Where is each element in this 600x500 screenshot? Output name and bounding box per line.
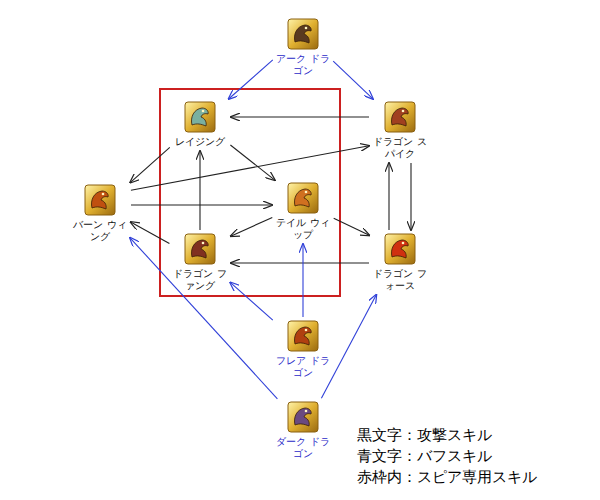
skill-arrow — [199, 151, 200, 230]
legend-note: 黒文字：攻撃スキル — [357, 425, 492, 446]
skill-arrow — [131, 204, 272, 205]
skill-arrow — [230, 145, 274, 180]
attack-skill-node: バーン ウィング — [72, 184, 128, 243]
buff-skill-node: アーク ドラゴン — [275, 18, 331, 77]
skill-name: ドラゴン スパイク — [372, 136, 428, 160]
skill-arrow — [321, 295, 376, 399]
skill-arrow — [231, 116, 369, 117]
skill-name: アーク ドラゴン — [275, 53, 331, 77]
skill-name: ドラゴン ファング — [172, 268, 228, 292]
skill-arrow — [231, 262, 369, 263]
skill-arrow — [131, 222, 170, 244]
skill-arrow — [231, 218, 273, 237]
legend-note: 青文字：バフスキル — [357, 446, 492, 467]
buff-skill-node: フレア ドラゴン — [275, 320, 331, 379]
attack-skill-node: テイル ウィップ — [275, 182, 331, 241]
skill-arrow — [229, 60, 273, 99]
attack-skill-node: ドラゴン スパイク — [372, 101, 428, 160]
red-frame — [160, 89, 340, 296]
skill-arrow — [302, 244, 303, 317]
skill-arrow — [130, 147, 170, 182]
skill-name: バーン ウィング — [72, 219, 128, 243]
skill-icon — [287, 182, 319, 214]
skill-icon — [287, 18, 319, 50]
attack-skill-node: ドラゴン フォース — [372, 233, 428, 292]
skill-name: ダーク ドラゴン — [275, 436, 331, 460]
skill-icon — [384, 233, 416, 265]
skill-name: レイジング — [172, 136, 228, 148]
skill-arrow — [334, 218, 370, 235]
legend-note: 赤枠内：スピア専用スキル — [357, 467, 537, 488]
skill-icon — [184, 101, 216, 133]
skill-icon — [384, 101, 416, 133]
skill-arrow — [333, 61, 373, 99]
skill-arrow — [388, 163, 389, 230]
skill-name: フレア ドラゴン — [275, 355, 331, 379]
skill-arrow — [230, 282, 273, 320]
skill-icon — [184, 233, 216, 265]
skill-icon — [287, 401, 319, 433]
attack-skill-node: レイジング — [172, 101, 228, 148]
skill-arrow — [131, 146, 369, 190]
skill-arrow — [410, 163, 411, 230]
skill-icon — [287, 320, 319, 352]
attack-skill-node: ドラゴン ファング — [172, 233, 228, 292]
skill-name: ドラゴン フォース — [372, 268, 428, 292]
skill-name: テイル ウィップ — [275, 217, 331, 241]
buff-skill-node: ダーク ドラゴン — [275, 401, 331, 460]
skill-icon — [84, 184, 116, 216]
